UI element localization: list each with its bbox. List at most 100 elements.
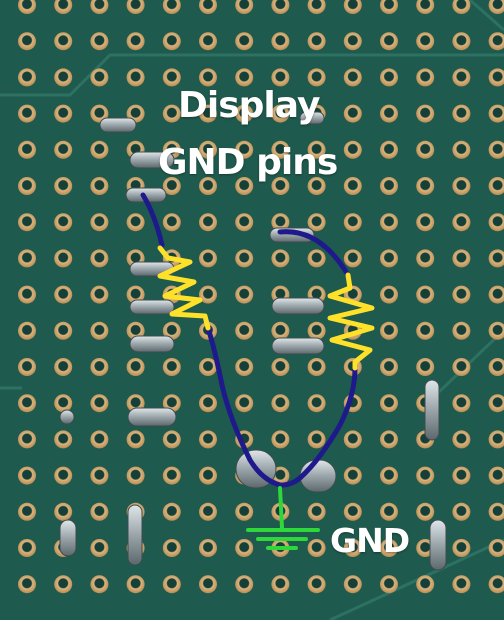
pad: [488, 321, 504, 340]
pad: [54, 321, 73, 340]
pad: [162, 466, 181, 485]
solder-blob: [271, 337, 325, 355]
pad: [307, 358, 326, 376]
pad: [126, 285, 145, 304]
pad: [54, 502, 73, 521]
pad: [271, 0, 290, 14]
pad: [416, 68, 435, 87]
pad: [90, 177, 109, 195]
pad: [307, 430, 326, 449]
pad: [199, 285, 217, 304]
pad: [271, 32, 290, 51]
pad: [199, 32, 217, 51]
pad: [380, 321, 398, 340]
pad: [307, 68, 326, 87]
pad: [452, 466, 471, 485]
pad: [271, 104, 290, 123]
pad: [307, 0, 326, 14]
resistor-zigzag-icon: [327, 272, 375, 371]
pad: [307, 32, 326, 51]
resistor-zigzag-icon: [157, 245, 211, 331]
pad: [18, 177, 36, 195]
pad: [271, 358, 290, 376]
annotation-display: Display: [178, 85, 320, 126]
pad: [416, 285, 435, 304]
pad: [416, 0, 435, 14]
pad: [452, 358, 471, 376]
pad: [380, 249, 398, 268]
pad: [18, 575, 36, 594]
pad: [488, 358, 504, 376]
pad: [307, 140, 326, 159]
solder-blob: [424, 379, 440, 441]
pad: [90, 430, 109, 449]
pad: [380, 575, 398, 594]
pad: [488, 140, 504, 159]
pad: [235, 539, 254, 557]
pad: [343, 430, 362, 449]
pad: [416, 358, 435, 376]
pad: [235, 321, 254, 340]
pad: [488, 575, 504, 594]
pad: [380, 32, 398, 51]
pad: [416, 321, 435, 340]
pad: [90, 140, 109, 159]
pad: [54, 249, 73, 268]
pad: [452, 575, 471, 594]
pad: [126, 358, 145, 376]
pad: [271, 430, 290, 449]
pad: [18, 213, 36, 232]
pad: [452, 321, 471, 340]
pad: [18, 394, 36, 413]
pad: [235, 104, 254, 123]
pad: [199, 68, 217, 87]
solder-blob: [129, 299, 175, 315]
pad: [162, 0, 181, 14]
pad: [380, 502, 398, 521]
wire-right: [277, 229, 358, 488]
pad: [452, 32, 471, 51]
pad: [162, 575, 181, 594]
pad: [235, 68, 254, 87]
pad: [307, 502, 326, 521]
pad: [199, 213, 217, 232]
pad: [271, 177, 290, 195]
pad: [452, 140, 471, 159]
pad: [126, 213, 145, 232]
pad: [307, 177, 326, 195]
pad: [488, 285, 504, 304]
pad: [343, 502, 362, 521]
pad: [343, 539, 362, 557]
pad: [199, 177, 217, 195]
pad: [199, 466, 217, 485]
pad: [452, 104, 471, 123]
pad: [307, 539, 326, 557]
pad: [343, 249, 362, 268]
pad: [90, 502, 109, 521]
pad: [235, 394, 254, 413]
pad: [235, 285, 254, 304]
pad: [54, 68, 73, 87]
pad: [452, 249, 471, 268]
pad: [488, 32, 504, 51]
pad: [235, 575, 254, 594]
pad: [199, 575, 217, 594]
pad: [307, 213, 326, 232]
pad: [54, 213, 73, 232]
pad: [343, 466, 362, 485]
pad: [271, 140, 290, 159]
pad: [416, 502, 435, 521]
pad: [162, 177, 181, 195]
pad: [90, 394, 109, 413]
pad: [380, 140, 398, 159]
pad: [488, 394, 504, 413]
pad: [343, 140, 362, 159]
pad: [54, 358, 73, 376]
pad: [18, 502, 36, 521]
pad: [380, 0, 398, 14]
pad: [488, 0, 504, 14]
pad: [343, 68, 362, 87]
pad: [307, 575, 326, 594]
pad: [18, 68, 36, 87]
